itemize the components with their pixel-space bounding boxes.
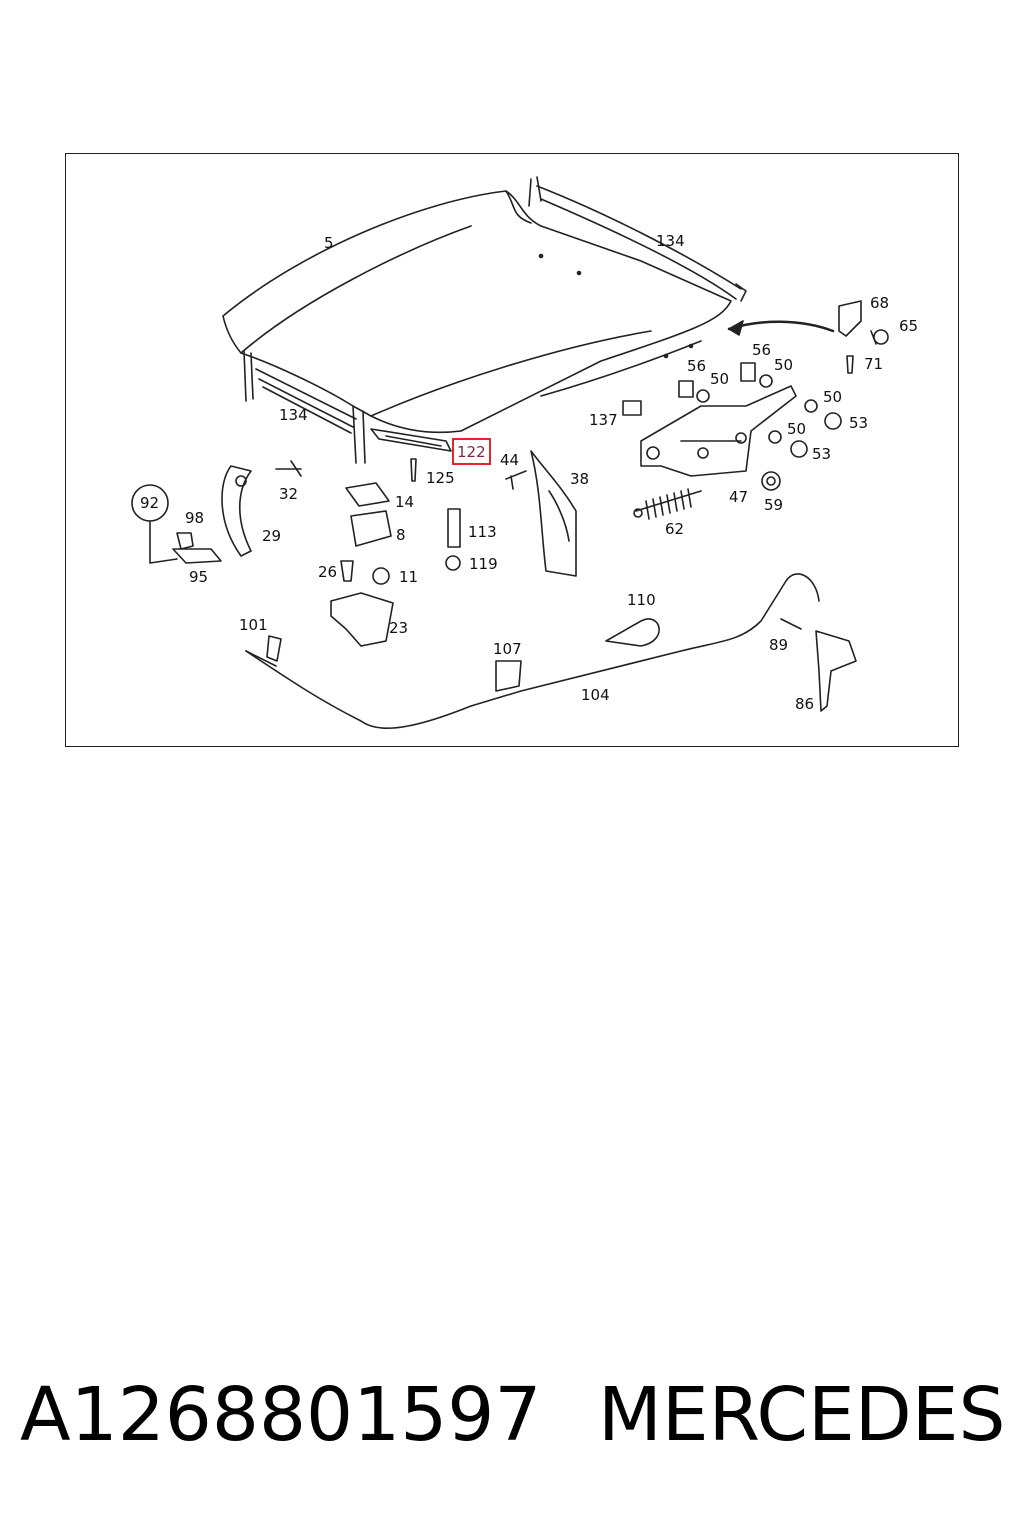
callout-50-lower: 50: [787, 420, 807, 438]
callout-14: 14: [395, 493, 415, 511]
callout-44: 44: [500, 451, 520, 469]
brand-name: MERCEDES: [598, 1372, 1006, 1458]
callout-110: 110: [627, 591, 656, 609]
spring-62-drawing: [633, 488, 702, 520]
hood-panel-drawing: [222, 190, 732, 434]
callout-125: 125: [426, 469, 455, 487]
group-92-drawing: [131, 484, 222, 564]
callout-62: 62: [665, 520, 685, 538]
part-number: A1268801597: [20, 1372, 542, 1458]
callout-56-left: 56: [687, 357, 707, 375]
callout-134-left: 134: [279, 406, 308, 424]
callout-92: 92: [140, 494, 160, 512]
callout-56-right: 56: [752, 341, 772, 359]
front-seal-strip-drawing: [243, 350, 366, 464]
callout-68: 68: [870, 294, 890, 312]
callout-47: 47: [729, 488, 749, 506]
callout-122-highlighted: 122: [452, 438, 491, 465]
hinge-small-parts-drawing: [622, 300, 889, 491]
callout-53-lower: 53: [812, 445, 832, 463]
callout-50-right: 50: [774, 356, 794, 374]
callout-11: 11: [399, 568, 419, 586]
footer: A1268801597 MERCEDES: [0, 1372, 1024, 1472]
latch-parts-drawing: [221, 458, 527, 647]
release-cable-drawing: [245, 573, 857, 729]
callout-71: 71: [864, 355, 884, 373]
callout-5: 5: [324, 234, 334, 252]
callout-89: 89: [769, 636, 789, 654]
callout-86: 86: [795, 695, 815, 713]
hood-assembly-drawing: [131, 176, 889, 729]
rear-seal-strip-drawing: [528, 176, 747, 302]
callout-32: 32: [279, 485, 299, 503]
callout-38: 38: [570, 470, 590, 488]
seal-strip-122-drawing: [370, 428, 452, 452]
callout-101: 101: [239, 616, 268, 634]
callout-29: 29: [262, 527, 282, 545]
callout-26: 26: [318, 563, 338, 581]
callout-137: 137: [589, 411, 618, 429]
callout-23: 23: [389, 619, 409, 637]
callout-50-upper: 50: [823, 388, 843, 406]
hinge-47-drawing: [640, 385, 797, 477]
callout-104: 104: [581, 686, 610, 704]
callout-50-left: 50: [710, 370, 730, 388]
callout-95: 95: [189, 568, 209, 586]
callout-134-top: 134: [656, 232, 685, 250]
parts-diagram-frame: 5 134 134 68 65 71 56 50 56 50 50 53 50 …: [65, 153, 959, 747]
callout-59: 59: [764, 496, 784, 514]
callout-65: 65: [899, 317, 919, 335]
callout-98: 98: [185, 509, 205, 527]
callout-113: 113: [468, 523, 497, 541]
callout-107: 107: [493, 640, 522, 658]
callout-53-upper: 53: [849, 414, 869, 432]
callout-8: 8: [396, 526, 406, 544]
support-38-drawing: [530, 450, 577, 577]
callout-119: 119: [469, 555, 498, 573]
